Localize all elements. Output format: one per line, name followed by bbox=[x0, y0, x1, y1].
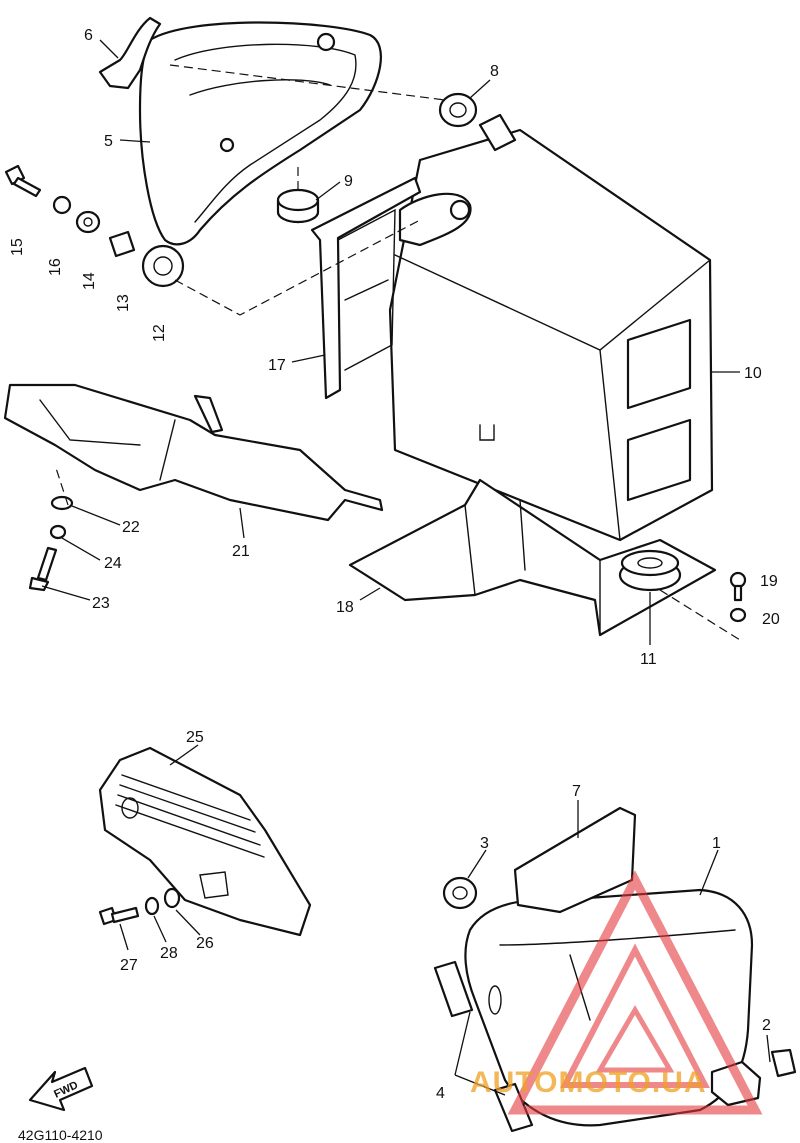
grommet-part-3 bbox=[442, 876, 478, 910]
washer-part-28 bbox=[144, 896, 160, 916]
callout-3: 3 bbox=[480, 835, 489, 852]
forward-arrow-icon: FWD bbox=[28, 1066, 94, 1112]
lower-bracket-part-21 bbox=[3, 383, 384, 522]
grommet-part-12 bbox=[141, 244, 185, 288]
callout-16: 16 bbox=[47, 258, 64, 276]
bolt-part-27 bbox=[98, 906, 140, 926]
washer-part-16 bbox=[52, 195, 72, 215]
callout-24: 24 bbox=[104, 555, 122, 572]
callout-12: 12 bbox=[151, 324, 168, 342]
washer-part-14 bbox=[75, 210, 101, 234]
washer-part-24 bbox=[49, 524, 67, 540]
damper-part-9 bbox=[276, 188, 320, 224]
bolt-part-15 bbox=[4, 164, 42, 198]
assembly-line bbox=[169, 64, 446, 101]
callout-14: 14 bbox=[81, 272, 98, 290]
upper-cover-part-5 bbox=[138, 21, 382, 246]
callout-10: 10 bbox=[744, 365, 762, 382]
assembly-line bbox=[659, 589, 741, 641]
washer-part-20 bbox=[729, 607, 747, 623]
callout-15: 15 bbox=[9, 238, 26, 256]
callout-1: 1 bbox=[712, 835, 721, 852]
callout-2: 2 bbox=[762, 1017, 771, 1034]
grommet-part-11 bbox=[618, 549, 682, 592]
callout-27: 27 bbox=[120, 957, 138, 974]
callout-20: 20 bbox=[762, 611, 780, 628]
assembly-line bbox=[174, 219, 421, 316]
grommet-part-8 bbox=[438, 92, 478, 128]
washer-part-26 bbox=[163, 887, 181, 909]
callout-4: 4 bbox=[436, 1085, 445, 1102]
assembly-line bbox=[54, 464, 69, 506]
tray-part-18 bbox=[348, 478, 717, 637]
callout-13: 13 bbox=[115, 294, 132, 312]
drawing-code: 42G110-4210 bbox=[18, 1127, 103, 1143]
leader-lines bbox=[41, 39, 771, 1096]
callout-9: 9 bbox=[344, 173, 353, 190]
callout-18: 18 bbox=[336, 599, 354, 616]
callout-22: 22 bbox=[122, 519, 140, 536]
battery-box-part-10 bbox=[388, 113, 714, 542]
washer-part-22 bbox=[50, 495, 74, 511]
bracket-part-17 bbox=[310, 176, 422, 400]
callout-7: 7 bbox=[572, 783, 581, 800]
callout-25: 25 bbox=[186, 729, 204, 746]
watermark-logo: AUTOMOTO.UA bbox=[470, 870, 763, 1115]
callout-11: 11 bbox=[640, 651, 657, 668]
callout-5: 5 bbox=[104, 133, 113, 150]
callout-19: 19 bbox=[760, 573, 778, 590]
callout-17-label: 17 bbox=[268, 357, 286, 374]
watermark-text: AUTOMOTO.UA bbox=[470, 1066, 707, 1099]
bolt-part-19 bbox=[729, 571, 747, 602]
side-panel-part-25 bbox=[98, 746, 312, 937]
callout-23: 23 bbox=[92, 595, 110, 612]
callout-8: 8 bbox=[490, 63, 499, 80]
clip-part-6 bbox=[98, 16, 162, 90]
callout-26: 26 bbox=[196, 935, 214, 952]
callout-21: 21 bbox=[232, 543, 250, 560]
callout-6: 6 bbox=[84, 27, 93, 44]
bolt-part-23 bbox=[28, 546, 58, 592]
collar-part-13 bbox=[108, 230, 136, 258]
callout-28: 28 bbox=[160, 945, 178, 962]
